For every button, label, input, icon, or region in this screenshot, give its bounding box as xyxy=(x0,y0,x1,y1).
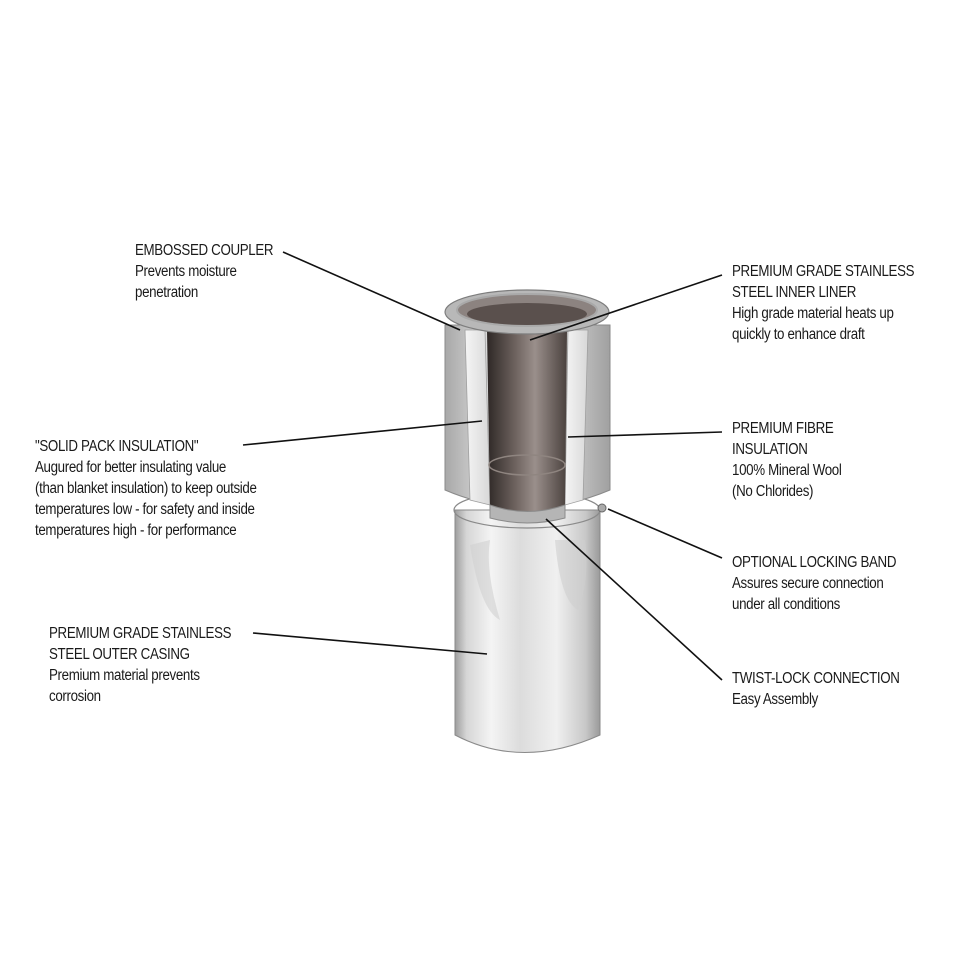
callout-outer-casing: PREMIUM GRADE STAINLESS STEEL OUTER CASI… xyxy=(49,623,232,707)
callout-title: PREMIUM FIBRE xyxy=(732,420,834,437)
outer-casing xyxy=(453,491,601,753)
callout-desc: corrosion xyxy=(49,688,101,705)
callout-desc: Assures secure connection xyxy=(732,575,884,592)
callout-solid-pack-insulation: "SOLID PACK INSULATION" Augured for bett… xyxy=(35,436,257,541)
callout-locking-band: OPTIONAL LOCKING BAND Assures secure con… xyxy=(732,552,896,615)
callout-desc: (No Chlorides) xyxy=(732,483,814,500)
callout-inner-liner: PREMIUM GRADE STAINLESS STEEL INNER LINE… xyxy=(732,261,915,345)
callout-desc: temperatures high - for performance xyxy=(35,522,237,539)
locking-band-screw xyxy=(597,503,607,513)
callout-desc: High grade material heats up xyxy=(732,305,894,322)
callout-fibre-insulation: PREMIUM FIBRE INSULATION 100% Mineral Wo… xyxy=(732,418,842,502)
leader-lines xyxy=(242,251,723,681)
callout-desc: under all conditions xyxy=(732,596,840,613)
callout-desc: (than blanket insulation) to keep outsid… xyxy=(35,480,257,497)
callout-desc: Augured for better insulating value xyxy=(35,459,227,476)
callout-title: INSULATION xyxy=(732,441,808,458)
callout-desc: quickly to enhance draft xyxy=(732,326,865,343)
callout-embossed-coupler: EMBOSSED COUPLER Prevents moisture penet… xyxy=(135,240,274,303)
callout-twist-lock: TWIST-LOCK CONNECTION Easy Assembly xyxy=(732,668,900,710)
callout-title: STEEL OUTER CASING xyxy=(49,646,190,663)
callout-title: OPTIONAL LOCKING BAND xyxy=(732,554,897,571)
callout-title: PREMIUM GRADE STAINLESS xyxy=(49,625,232,642)
callout-desc: penetration xyxy=(135,284,198,301)
callout-desc: Prevents moisture xyxy=(135,263,237,280)
inner-liner xyxy=(487,330,567,514)
callout-title: EMBOSSED COUPLER xyxy=(135,242,274,259)
twist-lock xyxy=(489,504,566,524)
callout-desc: Easy Assembly xyxy=(732,691,818,708)
callout-title: STEEL INNER LINER xyxy=(732,284,857,301)
callout-title: "SOLID PACK INSULATION" xyxy=(35,438,199,455)
fibre-insulation xyxy=(564,329,589,506)
callout-title: TWIST-LOCK CONNECTION xyxy=(732,670,900,687)
callout-desc: Premium material prevents xyxy=(49,667,200,684)
upper-section xyxy=(444,289,611,524)
callout-desc: temperatures low - for safety and inside xyxy=(35,501,255,518)
callout-title: PREMIUM GRADE STAINLESS xyxy=(732,263,915,280)
callout-desc: 100% Mineral Wool xyxy=(732,462,842,479)
